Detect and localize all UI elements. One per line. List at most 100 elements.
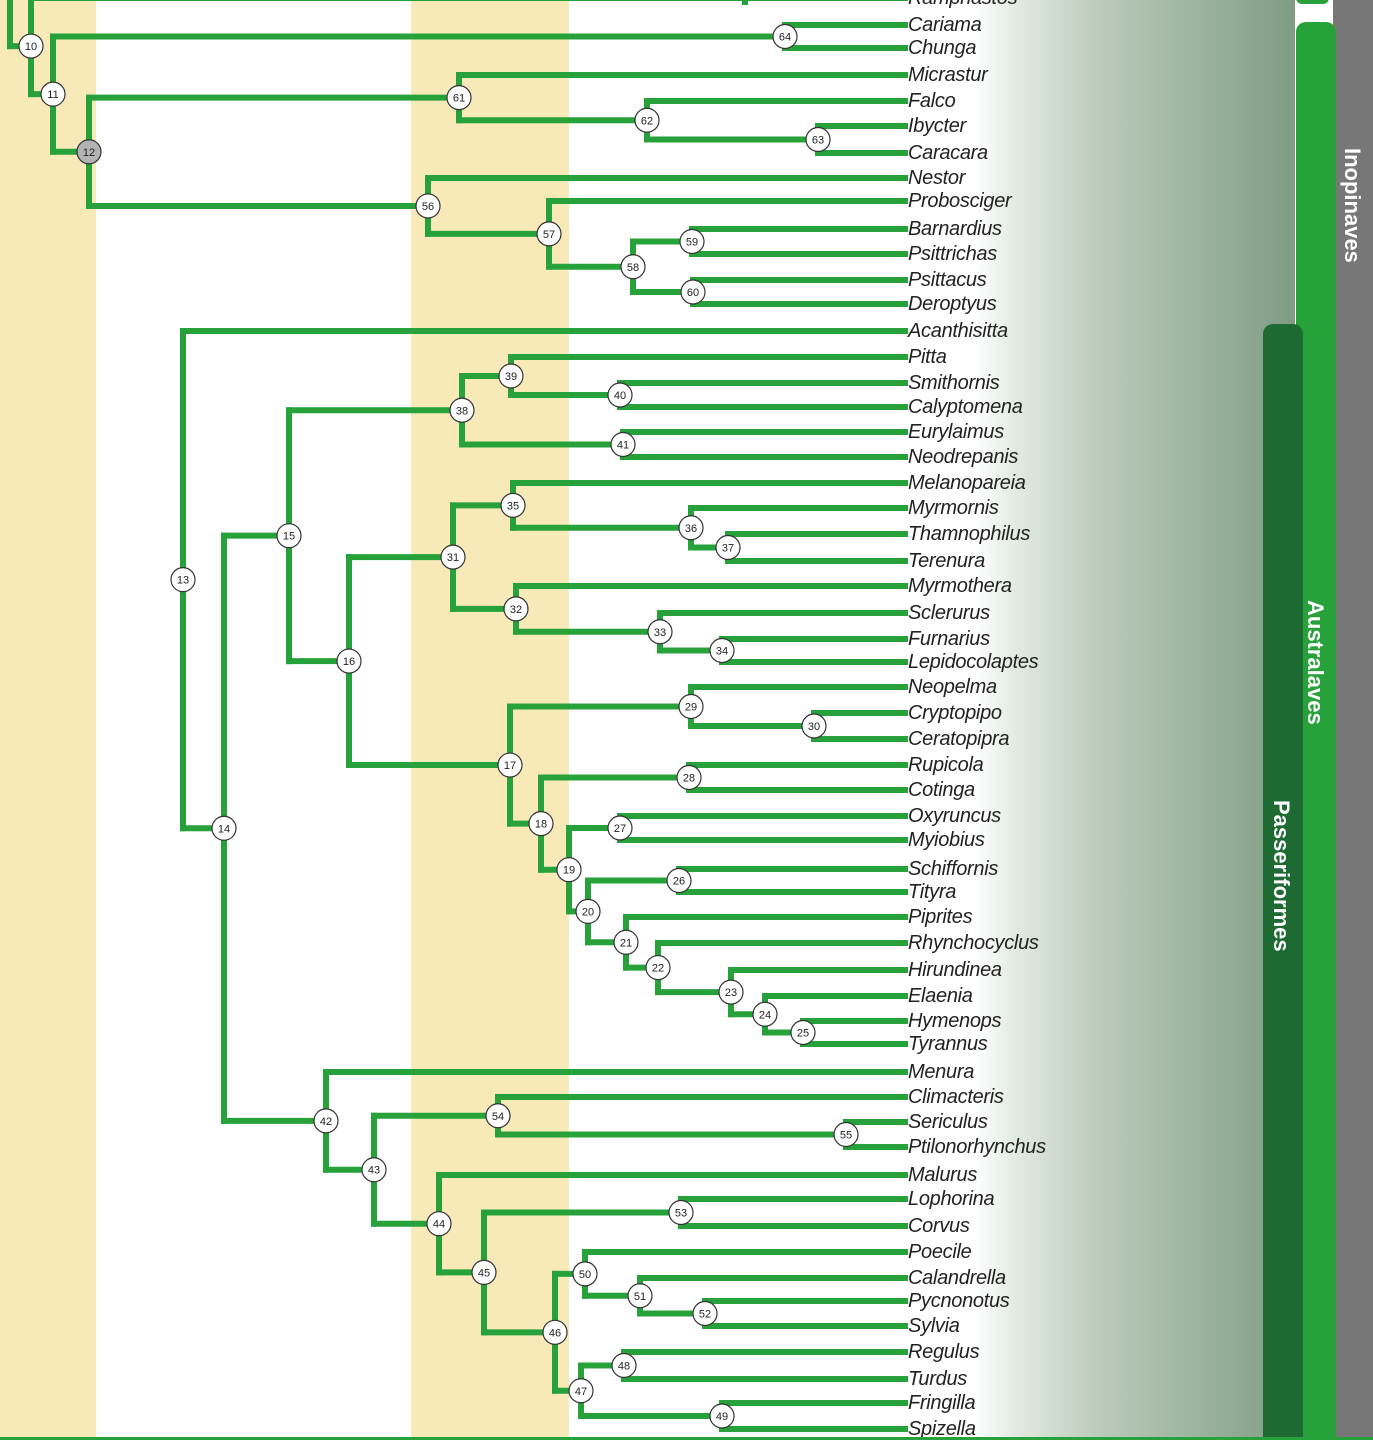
- node-20: 20: [576, 899, 600, 923]
- taxon-label: Eurylaimus: [908, 421, 1004, 443]
- taxon-label: Smithornis: [908, 372, 999, 394]
- node-number: 51: [634, 1291, 646, 1303]
- node-44: 44: [427, 1212, 451, 1236]
- node-number: 46: [549, 1327, 561, 1339]
- node-18: 18: [529, 812, 553, 836]
- node-number: 10: [25, 41, 37, 53]
- node-number: 57: [543, 229, 555, 241]
- node-58: 58: [621, 255, 645, 279]
- taxon-label: Terenura: [908, 550, 985, 572]
- node-number: 48: [618, 1361, 630, 1373]
- taxon-label: Sclerurus: [908, 602, 990, 624]
- node-19: 19: [557, 858, 581, 882]
- node-59: 59: [680, 230, 704, 254]
- node-64: 64: [773, 25, 797, 49]
- node-number: 45: [478, 1267, 490, 1279]
- node-number: 35: [507, 500, 519, 512]
- taxon-label: Myrmothera: [908, 575, 1012, 597]
- taxon-label: Cotinga: [908, 779, 975, 801]
- taxon-label: Turdus: [908, 1368, 967, 1390]
- node-number: 37: [722, 543, 734, 555]
- node-45: 45: [472, 1260, 496, 1284]
- taxon-label: Regulus: [908, 1341, 979, 1363]
- node-number: 40: [614, 390, 626, 402]
- taxon-label: Menura: [908, 1061, 974, 1083]
- node-35: 35: [501, 493, 525, 517]
- node-55: 55: [834, 1123, 858, 1147]
- taxon-label: Chunga: [908, 37, 976, 59]
- node-51: 51: [628, 1284, 652, 1308]
- node-number: 41: [617, 440, 629, 452]
- node-42: 42: [314, 1109, 338, 1133]
- node-number: 47: [575, 1386, 587, 1398]
- node-number: 56: [422, 201, 434, 213]
- node-number: 30: [808, 721, 820, 733]
- node-48: 48: [612, 1354, 636, 1378]
- node-27: 27: [608, 816, 632, 840]
- node-43: 43: [362, 1158, 386, 1182]
- node-number: 20: [582, 906, 594, 918]
- taxon-label: Ramphastos: [908, 0, 1017, 9]
- node-50: 50: [573, 1262, 597, 1286]
- node-number: 29: [685, 702, 697, 714]
- taxon-label: Sericulus: [908, 1111, 988, 1133]
- node-number: 50: [579, 1269, 591, 1281]
- node-62: 62: [635, 108, 659, 132]
- taxon-label: Fringilla: [908, 1392, 975, 1414]
- node-number: 59: [686, 237, 698, 249]
- taxon-label: Rhynchocyclus: [908, 932, 1039, 954]
- taxon-label: Cryptopipo: [908, 702, 1002, 724]
- node-number: 61: [453, 93, 465, 105]
- taxon-label: Barnardius: [908, 218, 1002, 240]
- taxon-label: Micrastur: [908, 64, 988, 86]
- node-number: 60: [687, 287, 699, 299]
- node-number: 54: [492, 1111, 504, 1123]
- node-number: 16: [343, 656, 355, 668]
- taxon-label: Calyptomena: [908, 396, 1023, 418]
- node-number: 62: [641, 115, 653, 127]
- node-36: 36: [679, 516, 703, 540]
- tree-branches: [10, 0, 905, 1429]
- node-13: 13: [171, 568, 195, 592]
- node-54: 54: [486, 1104, 510, 1128]
- node-number: 49: [716, 1411, 728, 1423]
- taxon-label: Tyrannus: [908, 1033, 988, 1055]
- node-26: 26: [667, 869, 691, 893]
- taxon-label: Neopelma: [908, 676, 997, 698]
- node-16: 16: [337, 649, 361, 673]
- taxon-label: Falco: [908, 90, 955, 112]
- taxon-label: Schiffornis: [908, 858, 998, 880]
- node-24: 24: [753, 1002, 777, 1026]
- node-49: 49: [710, 1404, 734, 1428]
- node-63: 63: [806, 128, 830, 152]
- node-12: 12: [77, 140, 101, 164]
- node-number: 63: [812, 135, 824, 147]
- node-39: 39: [499, 364, 523, 388]
- taxon-label: Tityra: [908, 881, 956, 903]
- taxon-label: Hymenops: [908, 1010, 1001, 1032]
- node-32: 32: [504, 597, 528, 621]
- node-number: 12: [83, 147, 95, 159]
- node-number: 26: [673, 876, 685, 888]
- node-40: 40: [608, 383, 632, 407]
- node-15: 15: [277, 524, 301, 548]
- taxon-label: Cariama: [908, 14, 981, 36]
- node-number: 32: [510, 604, 522, 616]
- node-number: 23: [725, 987, 737, 999]
- node-number: 13: [177, 575, 189, 587]
- node-28: 28: [677, 766, 701, 790]
- taxon-label: Ptilonorhynchus: [908, 1136, 1046, 1158]
- node-number: 36: [685, 523, 697, 535]
- taxon-label: Neodrepanis: [908, 446, 1018, 468]
- node-number: 22: [652, 963, 664, 975]
- node-number: 38: [456, 405, 468, 417]
- node-11: 11: [41, 82, 65, 106]
- node-number: 24: [759, 1009, 771, 1021]
- node-10: 10: [19, 34, 43, 58]
- taxon-label: Ibycter: [908, 115, 966, 137]
- node-number: 55: [840, 1130, 852, 1142]
- node-61: 61: [447, 86, 471, 110]
- node-number: 11: [47, 89, 58, 101]
- node-number: 18: [535, 819, 547, 831]
- node-30: 30: [802, 714, 826, 738]
